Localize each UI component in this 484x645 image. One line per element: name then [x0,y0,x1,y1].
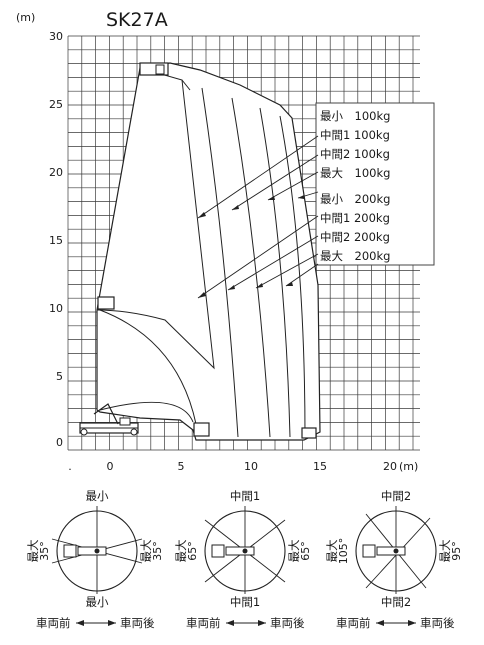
turntable-left-angle: 65° [186,541,199,561]
turntable-left-label: 最大 [26,539,40,562]
turntable-right-angle: 95° [450,541,463,561]
vehicle-base [79,403,139,436]
y-tick-10: 10 [49,302,63,315]
direction-indicators: 車両前 車両後 車両前 車両後 車両前 車両後 [36,616,455,630]
y-tick-15: 15 [49,234,63,247]
x-tick-5: 5 [178,460,185,473]
turntable-bottom-label: 最小 [86,595,109,609]
turntable-right-angle: 35° [151,541,164,561]
y-tick-0: 0 [56,436,63,449]
turntable-bottom-label: 中間2 [381,595,411,609]
direction-indicator-2: 車両前 車両後 [186,616,305,630]
front-label: 車両前 [36,616,71,630]
legend-item-max-100: 最大 100kg [320,166,390,180]
legend-item-max-200: 最大 200kg [320,249,390,263]
turntable-right-label: 最大 [438,539,452,562]
x-tick-10: 10 [244,460,258,473]
x-tick-20: 20 [383,460,397,473]
turntable-bottom-label: 中間1 [230,595,260,609]
legend-item-mid2-200: 中間2 200kg [320,230,390,244]
legend: 最小 100kg 中間1 100kg 中間2 100kg 最大 100kg 最小… [197,102,435,299]
x-axis-tick-labels: . 0 5 10 15 20 (m) [68,460,418,473]
x-tick-15: 15 [313,460,327,473]
rear-label: 車両後 [420,616,455,630]
y-tick-5: 5 [56,370,63,383]
rear-label: 車両後 [270,616,305,630]
legend-item-min-200: 最小 200kg [320,192,390,206]
turntable-right-label: 最大 [287,539,301,562]
turntable-left-label: 最大 [174,539,188,562]
legend-item-mid1-200: 中間1 200kg [320,211,390,225]
turntable-top-label: 中間2 [381,489,411,503]
y-tick-25: 25 [49,98,63,111]
turntable-left-angle: 35° [38,541,51,561]
origin-mark: . [68,460,72,473]
bucket-far [301,427,317,439]
turntable-top-label: 最小 [86,489,109,503]
legend-item-mid2-100: 中間2 100kg [320,147,390,161]
turntable-mid1: 中間1 中間1 最大 65° 最大 65° [174,489,312,609]
bucket-mid [97,296,115,310]
turntable-right-angle: 65° [299,541,312,561]
x-tick-0: 0 [107,460,114,473]
direction-indicator-1: 車両前 車両後 [36,616,155,630]
turntable-mid2: 中間2 中間2 最大 105° 最大 95° [325,489,463,609]
rear-label: 車両後 [120,616,155,630]
x-unit-label: (m) [399,460,418,473]
working-range-envelope [96,62,321,441]
diagram-title: SK27A [106,9,168,31]
legend-item-min-100: 最小 100kg [320,109,390,123]
turntable-top-label: 中間1 [230,489,260,503]
turntable-min: 最小 最小 最大 35° 最大 35° [26,489,164,609]
turntable-left-label: 最大 [325,539,339,562]
front-label: 車両前 [186,616,221,630]
y-unit-label: (m) [16,11,35,24]
turntable-diagrams: 最小 最小 最大 35° 最大 35° 中間1 中間1 最大 65 [26,489,463,609]
bucket-low [193,422,210,437]
y-tick-30: 30 [49,30,63,43]
y-axis-tick-labels: 30 25 20 15 10 5 0 [49,30,63,449]
turntable-left-angle: 105° [337,538,350,565]
y-tick-20: 20 [49,166,63,179]
front-label: 車両前 [336,616,371,630]
turntable-right-label: 最大 [139,539,153,562]
direction-indicator-3: 車両前 車両後 [336,616,455,630]
legend-item-mid1-100: 中間1 100kg [320,128,390,142]
